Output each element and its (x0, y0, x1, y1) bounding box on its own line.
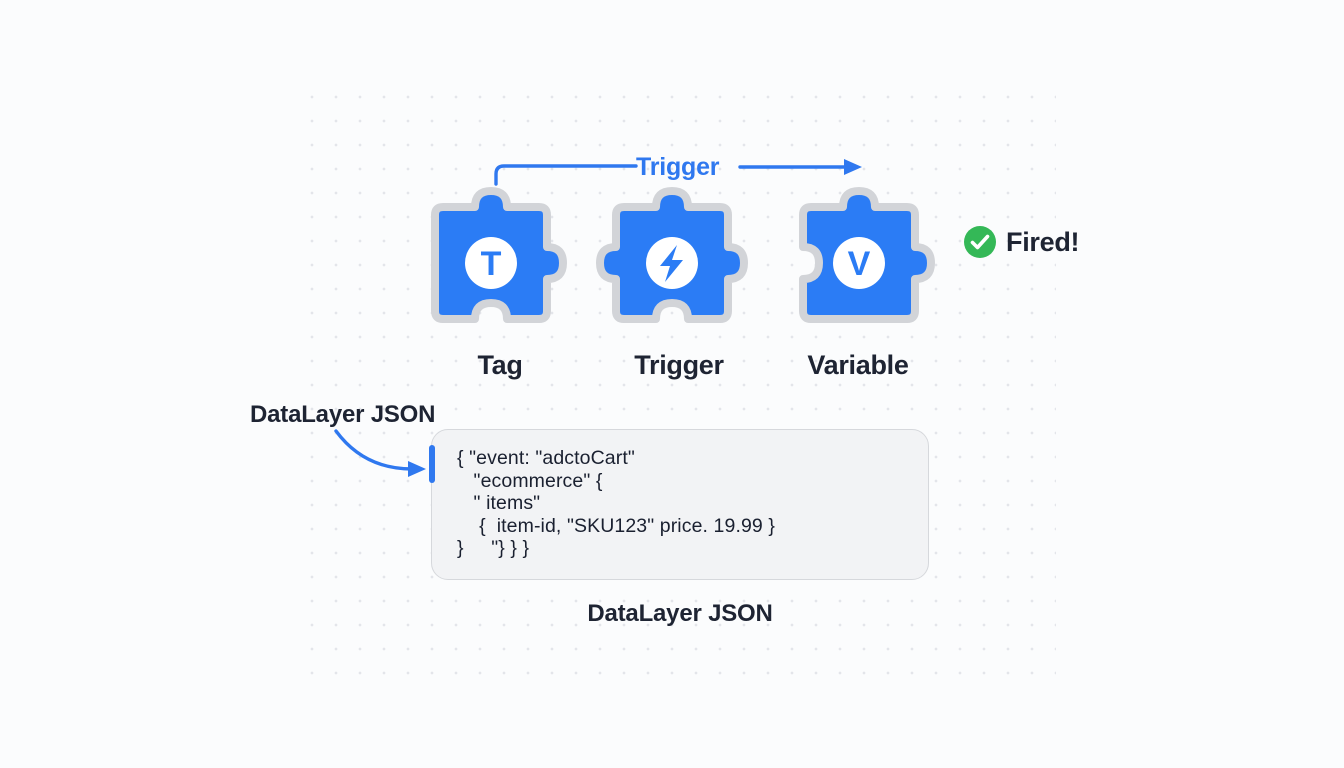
datalayer-accent-bar (429, 445, 435, 483)
trigger-flow-label: Trigger (636, 153, 720, 181)
datalayer-code-text: { "event: "adctoCart" "ecommerce" { " it… (457, 447, 775, 559)
status-badge-label: Fired! (1006, 226, 1080, 257)
datalayer-callout-label: DataLayer JSON (250, 401, 436, 428)
check-circle-icon (964, 226, 996, 258)
datalayer-caption: DataLayer JSON (587, 600, 773, 627)
trigger-flow-arrow (494, 159, 862, 186)
svg-text:V: V (848, 245, 871, 283)
puzzle-piece-tag[interactable]: T (429, 185, 599, 350)
svg-text:T: T (481, 245, 502, 283)
puzzle-piece-variable[interactable]: V (789, 185, 959, 350)
puzzle-piece-trigger-label: Trigger (634, 350, 724, 380)
puzzle-piece-tag-label: Tag (477, 350, 523, 380)
puzzle-piece-variable-label: Variable (807, 350, 909, 380)
datalayer-callout-arrow (334, 429, 426, 477)
puzzle-piece-trigger[interactable] (594, 185, 764, 350)
datalayer-code-card (431, 429, 929, 580)
status-badge-fired: Fired! (963, 225, 1080, 259)
